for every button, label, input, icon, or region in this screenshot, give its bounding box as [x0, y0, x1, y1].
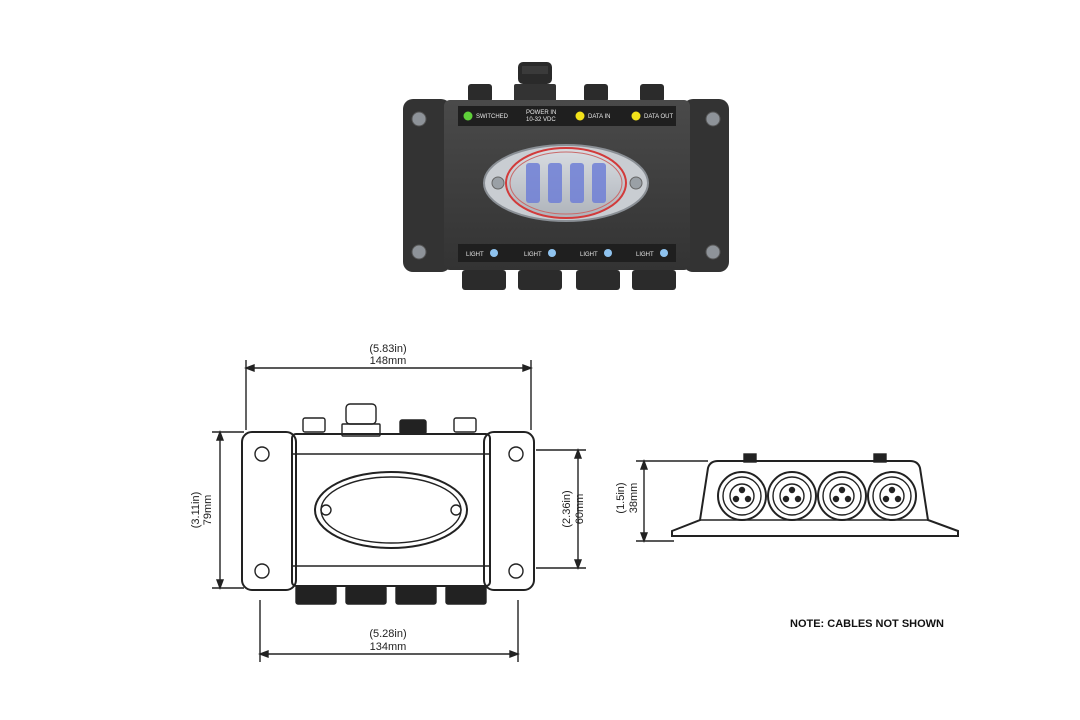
dim-height-left-mm: 79mm	[202, 495, 214, 526]
device-render: SWITCHED POWER IN 10-32 VDC DATA IN DATA…	[403, 62, 729, 290]
light-led-icon	[660, 249, 668, 257]
label-light-1: LIGHT	[466, 252, 484, 258]
screw-icon	[705, 244, 721, 260]
screw-icon	[254, 446, 270, 462]
screw-icon	[629, 176, 643, 190]
side-view-drawing	[636, 453, 959, 543]
screw-icon	[508, 446, 524, 462]
screw-icon	[491, 176, 505, 190]
light-led-icon	[604, 249, 612, 257]
dim-width-top-mm: 148mm	[370, 355, 407, 367]
dim-width-top-in: (5.83in)	[369, 343, 406, 355]
dim-side-height-in: (1.5in)	[615, 482, 627, 513]
right-bracket	[683, 99, 729, 272]
dim-height-left-in: (3.11in)	[190, 492, 202, 528]
side-connector-4	[867, 471, 917, 521]
bottom-label-strip	[458, 244, 676, 262]
note-cables: NOTE: CABLES NOT SHOWN	[790, 618, 944, 630]
label-light-3: LIGHT	[580, 252, 598, 258]
side-connector-2	[767, 471, 817, 521]
screw-icon	[450, 504, 462, 516]
cable-gland	[514, 62, 556, 102]
label-voltage: 10-32 VDC	[526, 117, 556, 123]
side-connector-3	[817, 471, 867, 521]
screw-icon	[411, 244, 427, 260]
dim-height-inner-mm: 60mm	[574, 494, 586, 525]
label-light-2: LIGHT	[524, 252, 542, 258]
left-bracket	[403, 99, 451, 272]
label-data-out: DATA OUT	[644, 114, 673, 120]
screw-icon	[320, 504, 332, 516]
bottom-connectors	[462, 270, 676, 290]
screw-icon	[411, 111, 427, 127]
top-label-strip	[458, 106, 676, 126]
dim-width-bottom-mm: 134mm	[370, 641, 407, 653]
data-out-led-icon	[631, 111, 641, 121]
label-data-in: DATA IN	[588, 114, 610, 120]
front-view-drawing	[212, 360, 586, 662]
label-power-in: POWER IN	[526, 110, 556, 116]
label-light-4: LIGHT	[636, 252, 654, 258]
data-in-led-icon	[575, 111, 585, 121]
dim-side-height-mm: 38mm	[628, 483, 640, 514]
switched-led-icon	[463, 111, 473, 121]
side-connector-1	[717, 471, 767, 521]
screw-icon	[254, 563, 270, 579]
label-switched: SWITCHED	[476, 114, 509, 120]
dim-height-inner-in: (2.36in)	[561, 490, 573, 527]
screw-icon	[705, 111, 721, 127]
status-lens	[483, 144, 649, 222]
dim-width-bottom-in: (5.28in)	[369, 628, 406, 640]
top-connectors	[468, 62, 664, 102]
screw-icon	[508, 563, 524, 579]
light-led-icon	[490, 249, 498, 257]
light-indicators: LIGHT LIGHT LIGHT LIGHT	[466, 249, 668, 258]
light-led-icon	[548, 249, 556, 257]
